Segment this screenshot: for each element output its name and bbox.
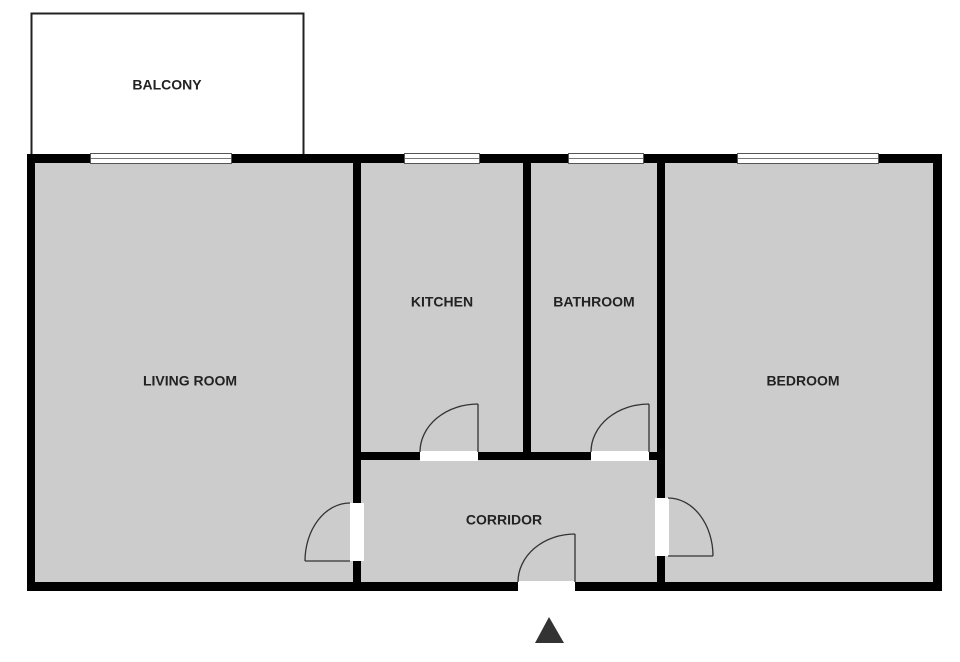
wall-corridor-top — [353, 452, 665, 460]
label-living-room: LIVING ROOM — [143, 373, 237, 389]
door-bathroom — [590, 403, 650, 461]
label-kitchen: KITCHEN — [411, 294, 473, 310]
label-balcony: BALCONY — [132, 77, 202, 93]
room-living-room — [35, 163, 353, 583]
room-corridor — [361, 460, 657, 583]
label-bathroom: BATHROOM — [553, 294, 634, 310]
room-kitchen — [361, 163, 523, 452]
door-bedroom — [655, 497, 714, 557]
entrance-arrow-icon — [535, 617, 564, 643]
wall-living-kitchen — [353, 154, 361, 591]
wall-right — [933, 154, 942, 591]
door-kitchen — [419, 403, 479, 461]
wall-left — [27, 154, 35, 591]
wall-bathroom-bedroom — [657, 154, 665, 591]
walls — [27, 154, 942, 591]
wall-top — [27, 154, 942, 163]
door-entrance — [517, 533, 576, 592]
wall-kitchen-bathroom — [523, 154, 531, 460]
window-kitchen — [404, 153, 480, 164]
wall-bottom — [27, 582, 942, 591]
door-living-room — [304, 502, 364, 562]
window-bedroom — [737, 153, 879, 164]
room-bathroom — [531, 163, 657, 452]
room-balcony — [30, 12, 305, 157]
window-bathroom — [568, 153, 644, 164]
label-corridor: CORRIDOR — [466, 512, 542, 528]
room-bedroom — [665, 163, 933, 583]
label-bedroom: BEDROOM — [766, 373, 839, 389]
window-living-room — [90, 153, 232, 164]
